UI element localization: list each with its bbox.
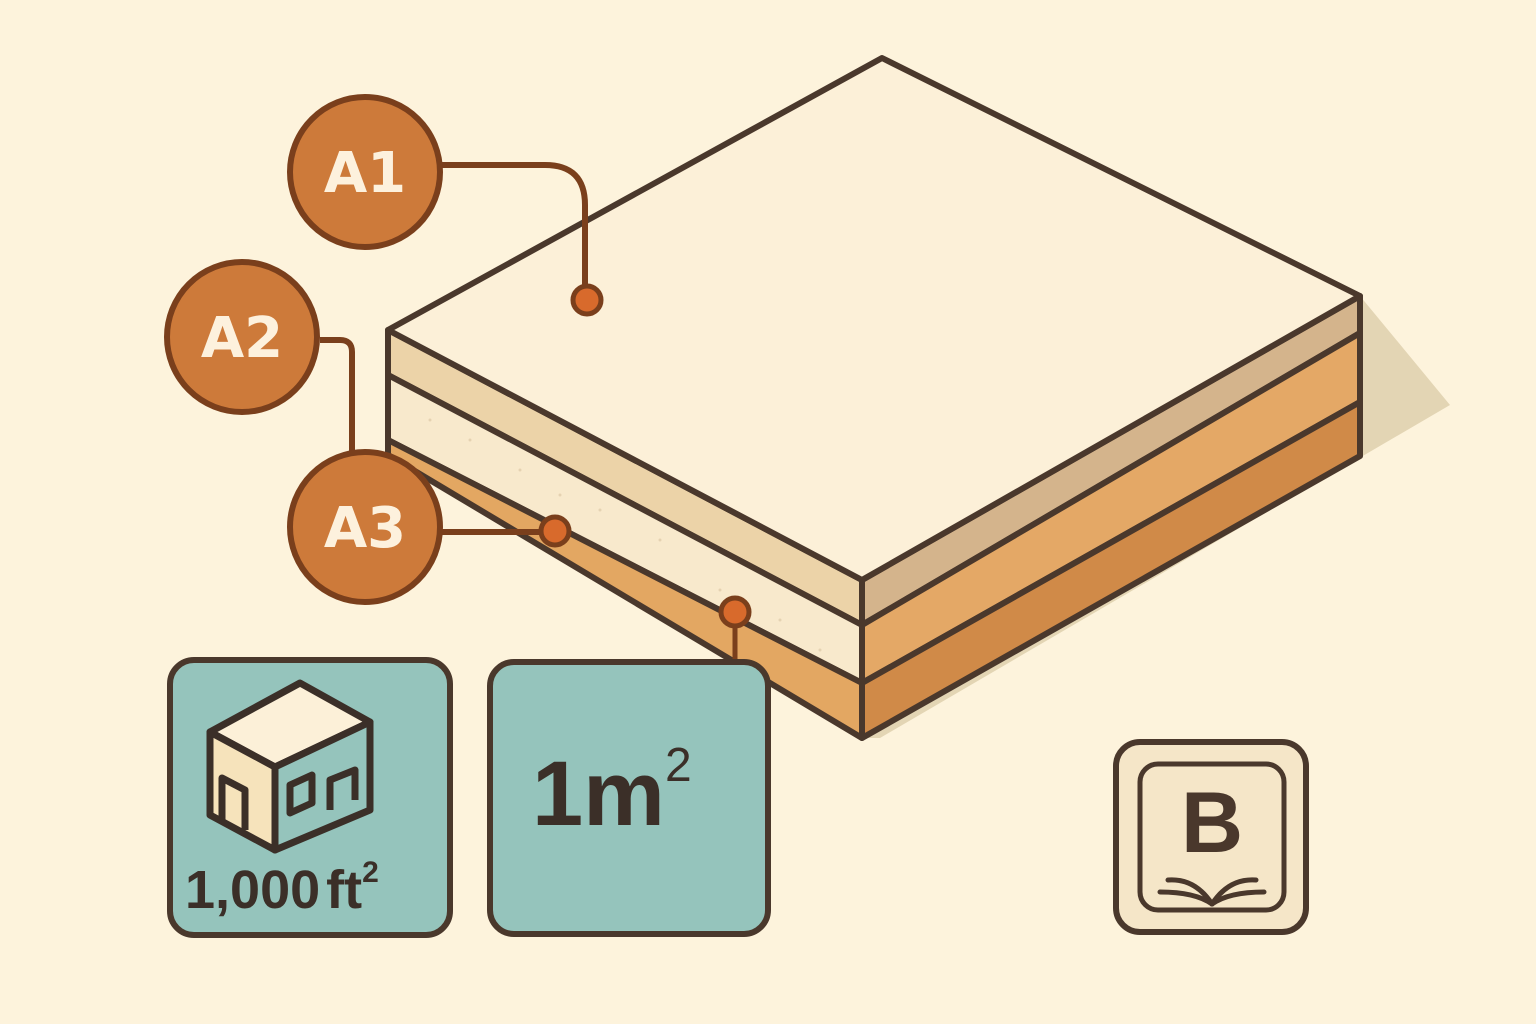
layer-texture: [428, 418, 822, 652]
top-surface: [385, 55, 1363, 583]
callout-a2-leader: [320, 337, 355, 455]
callout-a2-label: A2: [201, 306, 283, 371]
callout-a3-label: A3: [324, 496, 406, 561]
callout-a3-anchor-dot: [538, 514, 572, 548]
tile-building-value: 1,000: [185, 860, 320, 920]
badge-letter: B: [1181, 775, 1243, 871]
callout-a3-badge: [287, 449, 443, 605]
tile-building-exponent: 2: [362, 856, 379, 889]
callout-a1-anchor-dot: [570, 283, 604, 317]
slab: [385, 55, 1363, 741]
tile-unit-unit: m: [583, 743, 665, 845]
layer-3-right-face: [859, 399, 1363, 741]
callout-a3[interactable]: A3: [287, 449, 572, 605]
svg-text:1m2: 1m2: [532, 739, 692, 845]
callout-a1-label: A1: [324, 141, 406, 206]
tile-building-unit: ft: [326, 860, 362, 920]
building-icon: [206, 679, 374, 854]
tile-unit-exponent: 2: [665, 739, 692, 792]
callout-a2[interactable]: A2: [164, 259, 355, 455]
tile-unit-value: 1: [532, 743, 583, 845]
callout-a2-badge: [164, 259, 320, 415]
book-badge[interactable]: B: [1113, 739, 1309, 935]
tile-unit-area[interactable]: 1m2: [487, 659, 771, 937]
book-icon: [1157, 877, 1267, 907]
callout-a1-leader: [440, 162, 588, 300]
callout-a1-badge: [287, 94, 443, 250]
callout-a1[interactable]: A1: [287, 94, 604, 317]
slab-shadow: [862, 296, 1450, 738]
layer-3-anchor: [718, 595, 752, 660]
